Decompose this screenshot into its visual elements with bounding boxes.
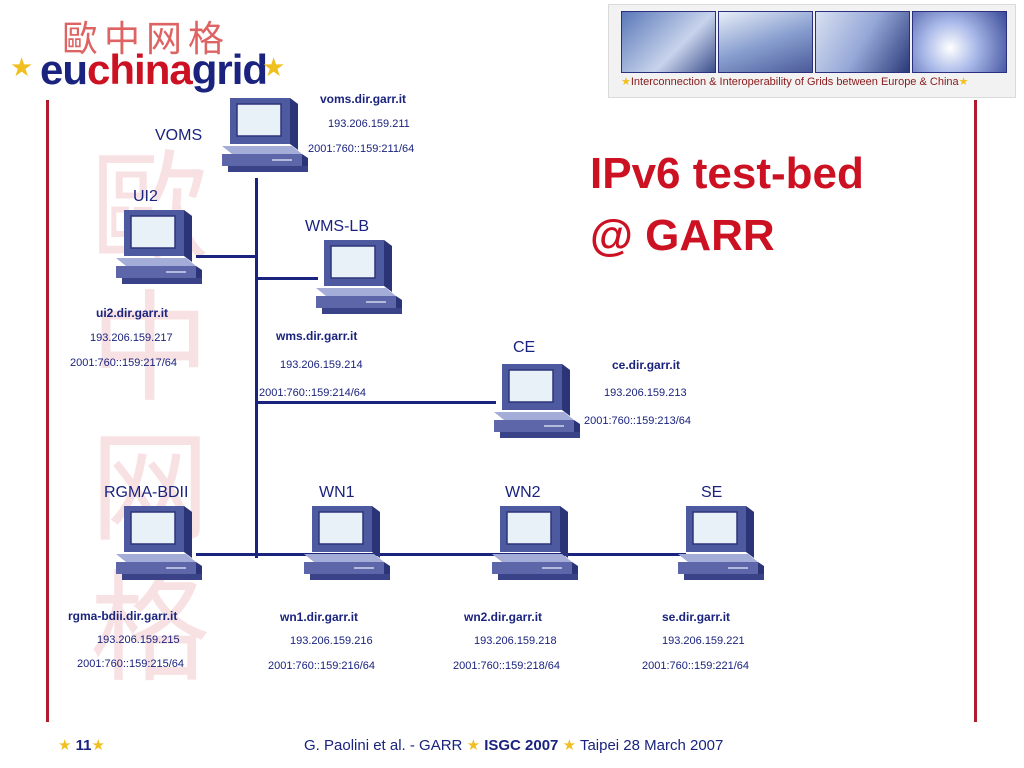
ui2-hostname: ui2.dir.garr.it [96,306,169,320]
banner-photo-4 [912,11,1007,73]
page-number: ★ 11★ [58,736,105,754]
wn1-label: WN1 [319,484,355,501]
ce-wire [256,401,496,404]
logo-chinese-text: 歐中网格 [62,19,231,60]
left-border-line [46,100,49,722]
se-computer-icon [677,505,765,581]
rgma-label: RGMA-BDII [104,484,189,501]
backbone-vertical-wire [255,178,258,558]
voms-hostname: voms.dir.garr.it [320,92,407,106]
wmslb-computer-icon [315,239,403,315]
star-icon: ★ [58,737,72,754]
bottom-wire [196,553,686,556]
wn2-computer-icon [491,505,579,581]
wn2-hostname: wn2.dir.garr.it [464,610,543,624]
slide-title-line1: IPv6 test-bed [590,149,864,198]
voms-ipv4: 193.206.159.211 [328,118,410,130]
wn1-computer-icon [303,505,391,581]
chinese-watermark: 歐 中 网 格 [90,140,210,699]
footer-credits: G. Paolini et al. - GARR ★ ISGC 2007 ★ T… [304,736,723,754]
ce-label: CE [513,339,536,356]
se-hostname: se.dir.garr.it [662,610,731,624]
wmslb-ipv4: 193.206.159.214 [280,359,363,371]
wmslb-hostname: wms.dir.garr.it [276,329,358,343]
header-banner: ★Interconnection & Interoperability of G… [608,4,1016,98]
wn1-ipv6: 2001:760::159:216/64 [268,660,376,672]
star-icon: ★ [91,737,105,754]
rgma-computer-icon [115,505,203,581]
voms-ipv6: 2001:760::159:211/64 [308,143,415,155]
se-label: SE [701,484,723,501]
wn2-ipv4: 193.206.159.218 [474,635,557,647]
logo-star-left: ★ [10,52,34,82]
voms-computer-icon [221,97,309,173]
svg-text:格: 格 [90,560,210,699]
logo-grid: grid [191,46,268,93]
slide-title-line2: @ GARR [590,211,775,260]
wms-wire [256,277,318,280]
ui2-wire [196,255,256,258]
ui2-ipv6: 2001:760::159:217/64 [70,357,178,369]
rgma-ipv6: 2001:760::159:215/64 [77,658,185,670]
banner-photo-2 [718,11,813,73]
se-ipv4: 193.206.159.221 [662,635,745,647]
right-border-line [974,100,977,722]
wn1-ipv4: 193.206.159.216 [290,635,373,647]
svg-text:中: 中 [90,280,210,419]
logo-star-right: ★ [262,52,286,82]
page-number-value: 11 [75,737,92,754]
voms-label: VOMS [155,127,203,144]
ce-hostname: ce.dir.garr.it [612,358,681,372]
footer-author: G. Paolini et al. - GARR [304,737,463,754]
wmslb-label: WMS-LB [305,218,369,235]
banner-caption-text: Interconnection & Interoperability of Gr… [630,76,959,88]
banner-photo-1 [621,11,716,73]
logo-eu: eu [40,46,88,93]
euchinagrid-logo: 歐中网格 ★ euchinagrid ★ [10,10,300,100]
banner-caption: ★Interconnection & Interoperability of G… [621,76,969,88]
rgma-hostname: rgma-bdii.dir.garr.it [68,609,178,623]
ui2-ipv4: 193.206.159.217 [90,332,173,344]
ui2-label: UI2 [133,188,158,205]
star-icon: ★ [562,737,577,754]
footer-event: ISGC 2007 [484,737,559,754]
ce-ipv6: 2001:760::159:213/64 [584,415,692,427]
rgma-ipv4: 193.206.159.215 [97,634,180,646]
ui2-computer-icon [115,209,203,285]
se-ipv6: 2001:760::159:221/64 [642,660,750,672]
wn2-label: WN2 [505,484,541,501]
footer-place-date: Taipei 28 March 2007 [579,737,724,754]
wn2-ipv6: 2001:760::159:218/64 [453,660,561,672]
logo-wordmark: euchinagrid [40,46,268,94]
banner-photo-3 [815,11,910,73]
wn1-hostname: wn1.dir.garr.it [280,610,359,624]
star-icon: ★ [466,737,481,754]
logo-china: china [87,46,193,93]
ce-ipv4: 193.206.159.213 [604,387,687,399]
ce-computer-icon [493,363,581,439]
wmslb-ipv6: 2001:760::159:214/64 [259,387,367,399]
